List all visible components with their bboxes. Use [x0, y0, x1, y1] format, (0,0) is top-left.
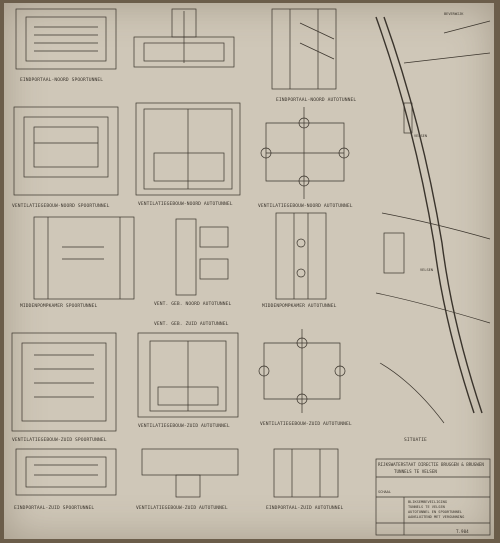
plan-r3c1	[33, 216, 135, 300]
label-r6c3: EINDPORTAAL-ZUID AUTOTUNNEL	[266, 505, 344, 511]
label-situatie: SITUATIE	[404, 437, 427, 443]
plan-r2c2	[135, 102, 241, 196]
map-town-mid2: VELSEN	[420, 268, 433, 272]
plan-r2c1	[13, 106, 119, 196]
plan-r5c1	[15, 448, 117, 496]
label-r5c1: VENTILATIEGEBOUW-ZUID SPOORTUNNEL	[12, 437, 107, 443]
label-r6c1: EINDPORTAAL-ZUID SPOORTUNNEL	[14, 505, 94, 511]
map-town-north: BEVERWIJK	[444, 12, 464, 16]
label-r2c1: VENTILATIEGEBOUW-NOORD SPOORTUNNEL	[12, 203, 110, 209]
title-block	[375, 458, 491, 536]
situatie-map	[375, 16, 491, 424]
tb-title-4: AANSLUITEND MET VERGUNNING	[408, 515, 464, 519]
plan-r5c3	[273, 448, 339, 498]
label-r1c3: EINDPORTAAL-NOORD AUTOTUNNEL	[276, 97, 356, 103]
plan-r4c1	[11, 332, 117, 432]
map-town-mid: VELSEN	[414, 134, 427, 138]
tb-schaal: SCHAAL	[378, 490, 391, 494]
tb-title-3: AUTOTUNNEL EN SPOORTUNNEL	[408, 510, 462, 514]
label-r4c3: MIDDENPOMPKAMER AUTOTUNNEL	[262, 303, 337, 309]
label-r5c2: VENTILATIEGEBOUW-ZUID AUTOTUNNEL	[138, 423, 230, 429]
tb-agency: RIJKSWATERSTAAT DIRECTIE BRUGGEN & BRUGW…	[378, 462, 484, 467]
label-r5c3: VENTILATIEGEBOUW-ZUID AUTOTUNNEL	[260, 421, 352, 427]
plan-r4c3	[258, 329, 346, 413]
label-r4c2: VENT. GEB. ZUID AUTOTUNNEL	[154, 321, 229, 327]
label-r3c2: VENT. GEB. NOORD AUTOTUNNEL	[154, 301, 232, 307]
plan-r1c2	[133, 8, 235, 68]
plan-r1c3	[271, 8, 337, 90]
plan-r3c3	[275, 212, 327, 300]
label-r6c2: VENTILATIEGEBOUW-ZUID AUTOTUNNEL	[136, 505, 228, 511]
label-r4c1: MIDDENPOMPKAMER SPOORTUNNEL	[20, 303, 98, 309]
plan-r3c2	[175, 218, 229, 296]
label-r2c3: VENTILATIEGEBOUW-NOORD AUTOTUNNEL	[258, 203, 353, 209]
tb-drawing-no: T.904	[456, 529, 469, 534]
tb-title-1: BLIKSEMBEVEILIGING	[408, 500, 447, 504]
plan-r1c1	[15, 8, 117, 70]
drawing-sheet: EINDPORTAAL-NOORD SPOORTUNNEL EINDPORTAA…	[4, 3, 494, 539]
plan-r5c2	[141, 448, 239, 498]
tb-title-2: TUNNELS TE VELSEN	[408, 505, 445, 509]
plan-r2c3	[260, 107, 350, 199]
blueprint-canvas: EINDPORTAAL-NOORD SPOORTUNNEL EINDPORTAA…	[11, 8, 491, 536]
label-r2c2: VENTILATIEGEBOUW-NOORD AUTOTUNNEL	[138, 201, 233, 207]
plan-r4c2	[137, 332, 239, 418]
label-r1c1: EINDPORTAAL-NOORD SPOORTUNNEL	[20, 77, 103, 83]
tb-project: TUNNELS TE VELSEN	[394, 469, 437, 474]
